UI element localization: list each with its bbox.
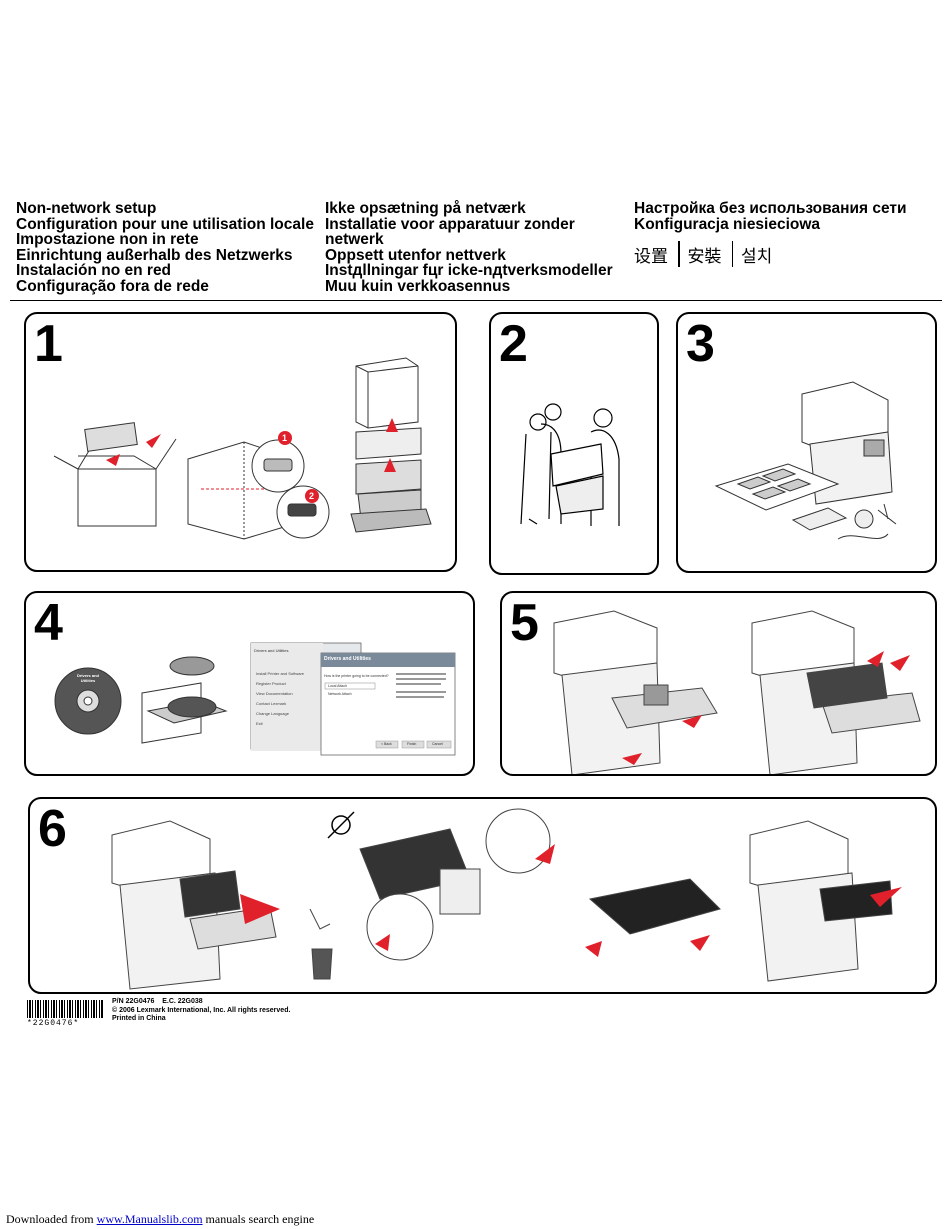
manualslib-link[interactable]: www.Manualslib.com	[96, 1212, 203, 1226]
menu-item[interactable]: Register Product	[256, 681, 286, 686]
barcode	[27, 1000, 103, 1018]
step-number: 4	[34, 594, 63, 652]
step-number: 6	[38, 800, 67, 858]
heading-col-3: Настройка без использования сети Konfigu…	[634, 201, 906, 232]
download-notice: Downloaded from www.Manualslib.com manua…	[6, 1212, 314, 1227]
separator	[678, 241, 680, 267]
installer-menu: Install Printer and Software Register Pr…	[256, 669, 304, 729]
step-2-panel: 2	[489, 312, 659, 575]
heading-line: Installatie voor apparatuur zonder	[325, 215, 575, 233]
step-3-panel: 3	[676, 312, 937, 573]
header-divider	[10, 300, 942, 302]
software-install-illustration	[54, 642, 456, 756]
heading-line: Einrichtung außerhalb des Netzwerks	[16, 246, 293, 264]
heading-chinese-simplified: 设置	[634, 246, 668, 267]
step-number: 1	[34, 315, 63, 373]
heading-line: netwerk	[325, 231, 384, 248]
separator	[731, 241, 733, 267]
heading-line: Non-network setup	[16, 200, 157, 217]
local-attach-option[interactable]: Local Attach	[328, 684, 348, 688]
download-suffix: manuals search engine	[202, 1212, 315, 1226]
heading-col-1: Non-network setup Configuration pour une…	[16, 201, 314, 294]
contents-illustration	[714, 381, 897, 540]
ec-number: E.C. 22G038	[162, 998, 203, 1005]
menu-item[interactable]: Change Language	[256, 711, 289, 716]
heading-line: Ikke opsætning på netværk	[325, 200, 526, 217]
cjk-headings: 设置 安裝 설치	[634, 240, 772, 268]
step-5-panel: 5	[500, 591, 937, 776]
unpacking-illustration: 12	[53, 357, 432, 540]
menu-item[interactable]: Contact Lexmark	[256, 701, 287, 706]
step-6-panel: 6	[28, 797, 937, 994]
open-front-door-illustration	[553, 610, 921, 774]
barcode-text: *22G0476*	[27, 1019, 80, 1028]
back-button[interactable]: < Back	[381, 742, 392, 746]
installer-dialog	[320, 652, 456, 756]
copyright: © 2006 Lexmark International, Inc. All r…	[112, 1006, 291, 1014]
window-title: Drivers and Utilities	[254, 648, 289, 653]
download-prefix: Downloaded from	[6, 1212, 97, 1226]
dialog-title: Drivers and Utilities	[324, 656, 371, 662]
heading-line: Instalación no en red	[16, 262, 172, 279]
printed-in: Printed in China	[112, 1015, 166, 1022]
heading-line: Configuração fora de rede	[16, 277, 209, 295]
heading-line: Configuration pour une utilisation local…	[16, 215, 314, 233]
svg-text:1: 1	[282, 433, 287, 443]
menu-item[interactable]: Exit	[256, 721, 263, 726]
heading-line: Настройка без использования сети	[634, 200, 907, 217]
heading-line: Instдllningar fцr icke-nдtverksmodeller	[325, 262, 613, 279]
lifting-printer-illustration	[520, 403, 620, 526]
part-number: P/N 22G0476	[112, 998, 155, 1005]
heading-line: Konfiguracja niesieciowa	[634, 215, 821, 233]
heading-chinese-traditional: 安裝	[687, 246, 722, 267]
heading-line: Oppsett utenfor nettverk	[325, 246, 506, 264]
step-number: 3	[686, 315, 715, 373]
step-4-panel: 4 Drivers and Utilities Install Printer …	[24, 591, 475, 776]
cd-label: Drivers and Utilities	[76, 673, 99, 683]
step-number: 5	[510, 594, 539, 652]
heading-col-2: Ikke opsætning på netværk Installatie vo…	[325, 201, 613, 294]
finish-button[interactable]: Finish	[407, 742, 417, 746]
network-attach-option[interactable]: Network Attach	[328, 692, 352, 696]
heading-line: Muu kuin verkkoasennus	[325, 277, 511, 295]
menu-item[interactable]: Install Printer and Software	[256, 671, 305, 676]
heading-line: Impostazione non in rete	[16, 231, 199, 248]
footer-info: P/N 22G0476 E.C. 22G038 © 2006 Lexmark I…	[112, 998, 290, 1024]
menu-item[interactable]: View Documentation	[256, 691, 293, 696]
install-cartridge-illustration	[111, 808, 902, 990]
step-1-panel: 1	[24, 312, 457, 572]
svg-text:2: 2	[309, 491, 314, 501]
step-number: 2	[499, 315, 528, 373]
cancel-button[interactable]: Cancel	[432, 742, 443, 746]
heading-korean: 설치	[741, 246, 773, 267]
dialog-question: How is the printer going to be connected…	[324, 674, 389, 678]
